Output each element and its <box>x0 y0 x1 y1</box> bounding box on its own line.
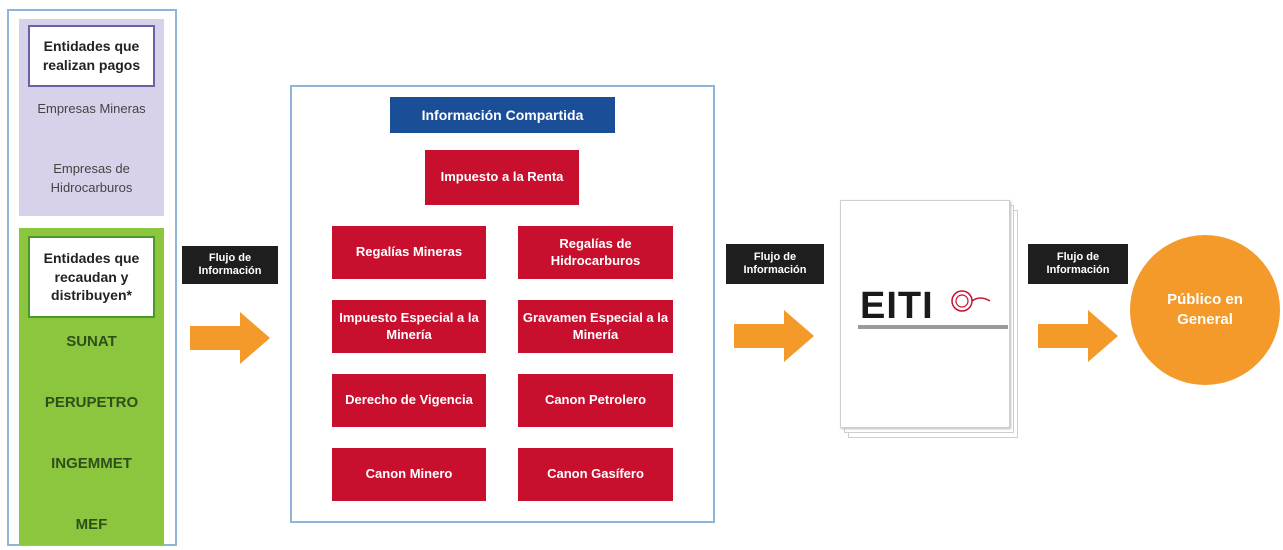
item-income-tax: Impuesto a la Renta <box>425 150 579 205</box>
item-hydrocarbon-royalties: Regalías de Hidrocarburos <box>518 226 673 279</box>
item-gas-canon: Canon Gasífero <box>518 448 673 501</box>
arrow-right-icon <box>1038 310 1118 362</box>
peru-map-icon <box>951 290 991 312</box>
payer-mining-companies: Empresas Mineras <box>37 101 146 116</box>
collector-perupetro: PERUPETRO <box>44 394 139 411</box>
collector-sunat: SUNAT <box>66 333 117 350</box>
collector-mef: MEF <box>75 516 108 533</box>
eiti-logo: EITI <box>860 285 934 327</box>
collector-ingemmet: INGEMMET <box>51 455 132 472</box>
flow-label-1: Flujo de Información <box>182 246 278 284</box>
shared-information-title: Información Compartida <box>390 97 615 133</box>
collectors-title: Entidades que recaudan y distribuyen* <box>28 236 155 318</box>
flow-label-3: Flujo de Información <box>1028 244 1128 284</box>
item-oil-canon: Canon Petrolero <box>518 374 673 427</box>
item-special-mining-levy: Gravamen Especial a la Minería <box>518 300 673 353</box>
arrow-right-icon <box>734 310 814 362</box>
eiti-report-document <box>840 200 1010 428</box>
flow-label-2: Flujo de Información <box>726 244 824 284</box>
item-special-mining-tax: Impuesto Especial a la Minería <box>332 300 486 353</box>
item-mining-royalties: Regalías Mineras <box>332 226 486 279</box>
eiti-subtitle-line <box>858 325 1008 329</box>
arrow-right-icon <box>190 312 270 364</box>
general-public-circle: Público en General <box>1130 235 1280 385</box>
general-public-label: Público en General <box>1167 290 1243 328</box>
item-mining-canon: Canon Minero <box>332 448 486 501</box>
payers-title: Entidades que realizan pagos <box>28 25 155 87</box>
payer-hydrocarbon-companies: Empresas de Hidrocarburos <box>50 161 133 195</box>
item-validity-right: Derecho de Vigencia <box>332 374 486 427</box>
